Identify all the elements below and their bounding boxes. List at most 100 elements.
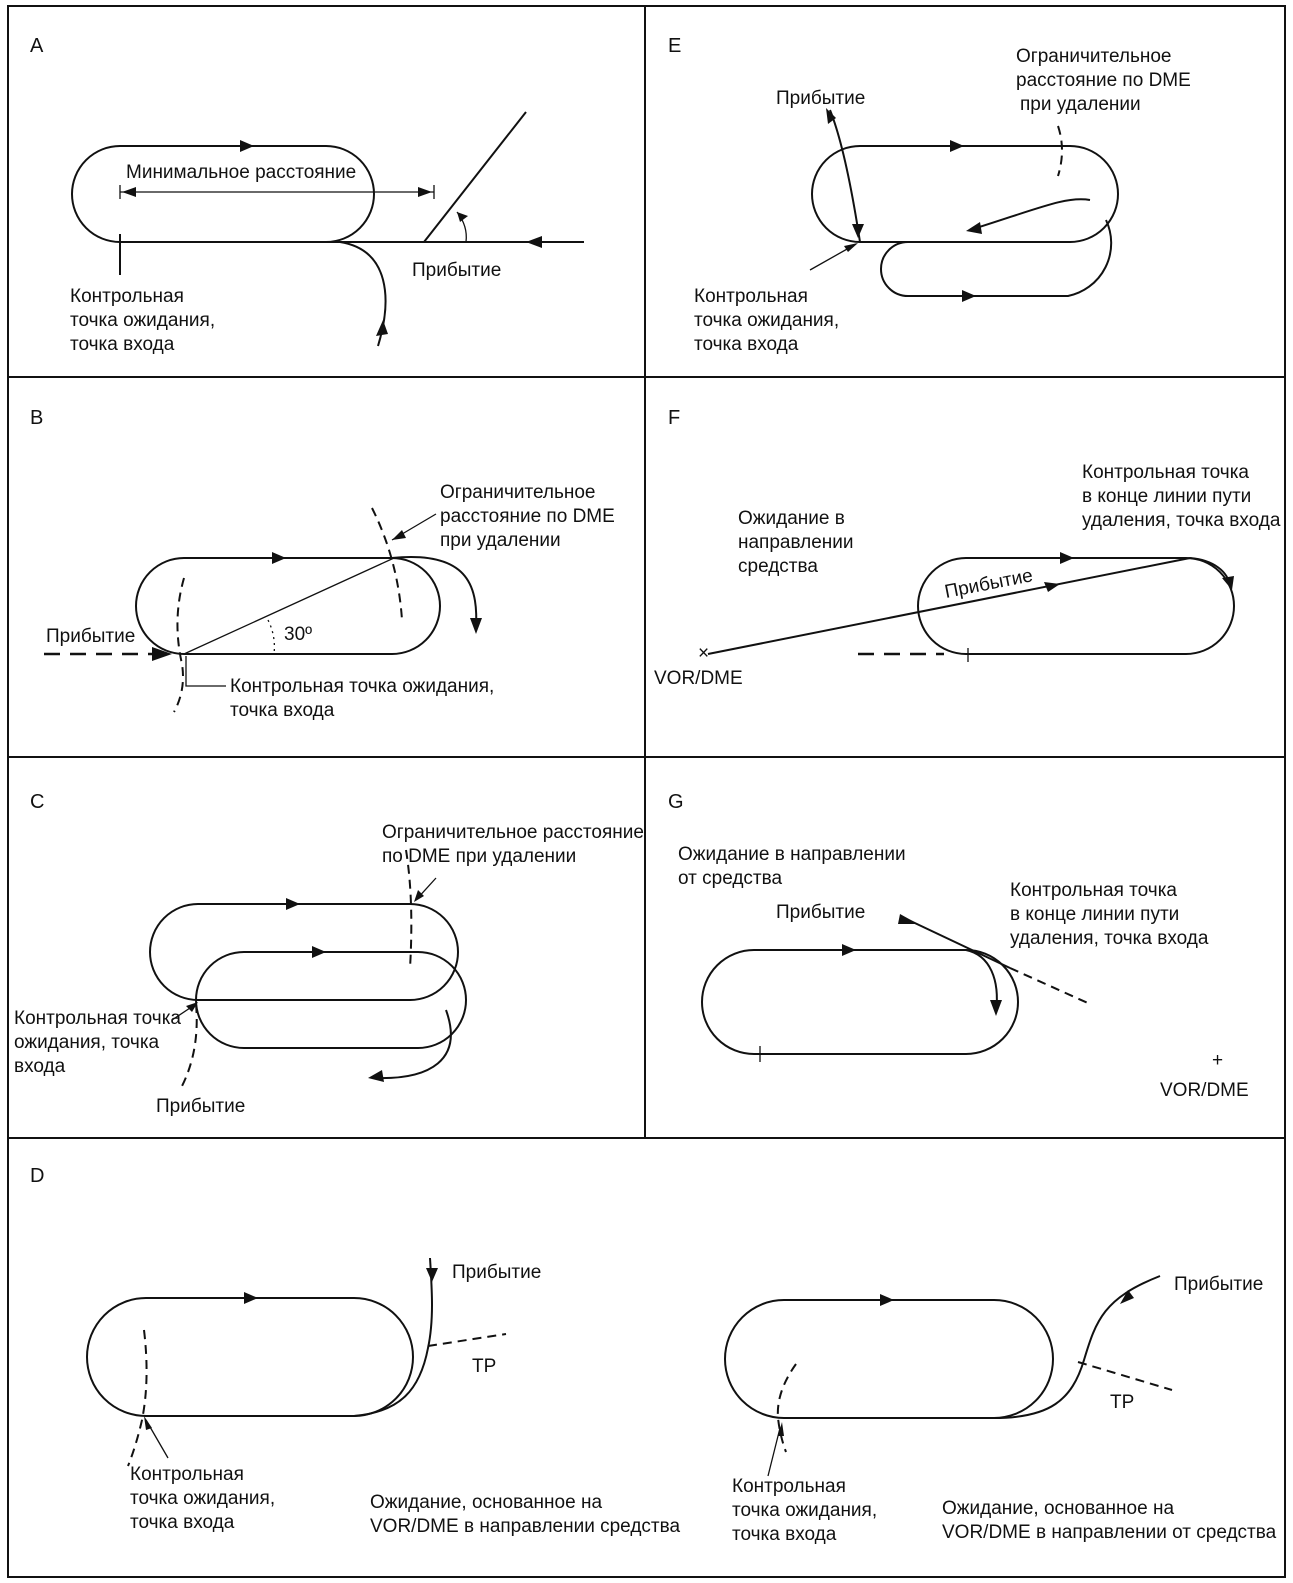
panel-g-fix-label-3: удаления, точка входа: [1010, 928, 1209, 949]
panel-f-nav-label: VOR/DME: [654, 668, 743, 689]
panel-g-arrival-arrow: [898, 914, 918, 924]
panel-d-right-fix-leader-arrow: [778, 1422, 784, 1436]
panel-e-fix-label-3: точка входа: [694, 334, 799, 355]
panel-e-racetrack-bottom: [880, 219, 1113, 297]
panel-c-track-arrow-bottom: [312, 946, 326, 958]
panel-d-right-fix-label-1: Контрольная: [732, 1476, 846, 1497]
panel-d-right-fix-label-3: точка входа: [732, 1524, 837, 1545]
panel-a-letter: A: [30, 35, 44, 57]
panel-e-fix-label-1: Контрольная: [694, 286, 808, 307]
panel-frame: [7, 5, 1286, 1578]
panel-d-letter: D: [30, 1165, 44, 1187]
panel-a-inbound-arrow: [526, 236, 542, 248]
panel-b-turn-arrow: [470, 618, 482, 634]
panel-d-left-track-arrow: [244, 1292, 258, 1304]
panel-d-left-fix-label-1: Контрольная: [130, 1464, 244, 1485]
panel-b-limit-label-3: при удалении: [440, 530, 561, 551]
panel-b-limit-label-2: расстояние по DME: [440, 506, 615, 527]
panel-f-turn-curve: [1189, 557, 1231, 587]
panel-d-left-arrival-label: Прибытие: [452, 1262, 541, 1283]
panel-b-fix-label-1: Контрольная точка ожидания,: [230, 676, 494, 697]
panel-b-dme-arc: [173, 577, 185, 713]
panel-b-track-arrow: [272, 552, 286, 564]
panel-e-arrival-label: Прибытие: [776, 88, 865, 109]
panel-a-arrival-line: [423, 111, 527, 243]
panel-g-letter: G: [668, 791, 684, 813]
panel-d-right-arrival-arrow: [1120, 1290, 1134, 1304]
panel-g-turn-arrow: [990, 1000, 1002, 1016]
panel-c-fix-label-2: ожидания, точка: [14, 1032, 160, 1053]
panel-f-arrival-arrow: [1044, 582, 1060, 592]
panel-f: F × VOR/DME Контрольная точка в конце ли…: [654, 407, 1281, 689]
panel-c-fix-label-3: входа: [14, 1056, 66, 1077]
panel-b-angle-label: 30º: [284, 624, 312, 645]
panel-b-limit-label-1: Ограничительное: [440, 482, 596, 503]
panel-a-dim-arrow-left: [122, 187, 136, 197]
panel-c-racetrack-top: [149, 903, 459, 1001]
panel-g: G + VOR/DME Ожидание в направлении от ср…: [668, 791, 1249, 1101]
panel-d-left-dme-arc: [127, 1329, 148, 1467]
panel-f-fix-label-3: удаления, точка входа: [1082, 510, 1281, 531]
panel-c-letter: C: [30, 791, 44, 813]
panel-d-left-arrival-arrow: [426, 1268, 438, 1282]
panel-b-arrival-arrow: [152, 647, 172, 661]
panel-f-hold-label-3: средства: [738, 556, 818, 577]
panel-d-right-dme-arc: [776, 1363, 797, 1453]
panel-d-left-caption-1: Ожидание, основанное на: [370, 1492, 602, 1513]
panel-g-arrival-line: [899, 915, 1011, 969]
panel-b-fix-label-2: точка входа: [230, 700, 335, 721]
panel-f-hold-label-2: направлении: [738, 532, 854, 553]
panel-d-right-racetrack: [724, 1299, 1054, 1419]
panel-b-arrival-label: Прибытие: [46, 626, 135, 647]
panel-e-inner-turn: [969, 198, 1091, 231]
panel-a-dim-arrow-right: [418, 187, 432, 197]
panel-a: A Минимальное расстояние Прибытие Контро…: [30, 35, 584, 355]
panel-a-track-arrow: [240, 140, 254, 152]
panel-e-limit-label-2: расстояние по DME: [1016, 70, 1191, 91]
panel-c-limit-arc: [405, 849, 413, 969]
panel-d-left-fix-leader-arrow: [144, 1416, 152, 1430]
panel-d-right-fix-label-2: точка ожидания,: [732, 1500, 877, 1521]
panel-d-right-fix-leader: [767, 1427, 781, 1477]
panel-b: B 30º Ограничительное расстояние по DME …: [30, 407, 615, 721]
panel-d-right-arrival-label: Прибытие: [1174, 1274, 1263, 1295]
panel-b-letter: B: [30, 407, 43, 429]
panel-d-right-tp-line: [1077, 1361, 1173, 1391]
panel-g-track-arrow: [842, 944, 856, 956]
panel-b-diagonal: [183, 557, 395, 655]
panel-a-fix-label-1: Контрольная: [70, 286, 184, 307]
panel-f-letter: F: [668, 407, 680, 429]
panel-e-track-arrow-bottom: [962, 290, 976, 302]
panel-e-arrival-arrow: [852, 224, 864, 238]
panel-a-arrival-curve-arrow: [376, 320, 388, 336]
panel-e-inner-turn-arrow: [966, 222, 982, 234]
panel-c-limit-label-2: по DME при удалении: [382, 846, 576, 867]
panel-c-racetrack-bottom: [195, 951, 467, 1049]
panel-d-left-arrival-curve: [353, 1257, 433, 1417]
panel-g-nav-symbol: +: [1212, 1050, 1223, 1071]
panel-g-arrival-label: Прибытие: [776, 902, 865, 923]
panel-f-racetrack: [917, 557, 1235, 655]
panel-g-fix-label-2: в конце линии пути: [1010, 904, 1179, 925]
panel-e-letter: E: [668, 35, 681, 57]
panel-b-turn-curve: [391, 555, 478, 631]
panel-g-hold-label-2: от средства: [678, 868, 783, 889]
panel-e-arrival-top-arrow: [826, 108, 836, 124]
panel-e-fix-leader-arrow: [844, 243, 858, 252]
panel-f-arrival-line: [707, 557, 1191, 655]
panel-a-racetrack: [71, 145, 375, 243]
panel-f-turn-arrow: [1222, 576, 1234, 590]
panel-d-left-racetrack: [86, 1297, 414, 1417]
panel-d-left-caption-2: VOR/DME в направлении средства: [370, 1516, 681, 1537]
panel-d-left-fix-label-2: точка ожидания,: [130, 1488, 275, 1509]
panel-e-limit-label-3: при удалении: [1020, 94, 1141, 115]
panel-e-track-arrow-top: [950, 140, 964, 152]
panel-c-turn-arrow: [368, 1070, 384, 1082]
panel-e-racetrack-top: [811, 145, 1119, 243]
panel-d-right-arrival-curve: [993, 1275, 1161, 1419]
panel-f-fix-label-2: в конце линии пути: [1082, 486, 1251, 507]
panel-d-right-track-arrow: [880, 1294, 894, 1306]
panel-b-fix-leader: [185, 656, 226, 687]
panel-f-hold-label-1: Ожидание в: [738, 508, 845, 529]
